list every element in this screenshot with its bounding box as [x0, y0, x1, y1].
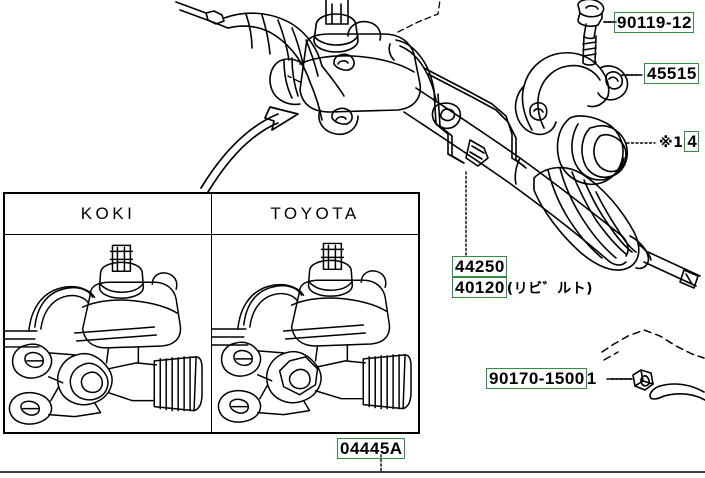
callout-44250-40120[interactable]: 44250 40120(リビ゛ルト)	[452, 256, 593, 298]
callout-45515[interactable]: 45515	[644, 63, 699, 84]
illustration-toyota-valve-body	[212, 242, 412, 423]
column-header-koki: KOKI	[5, 194, 212, 234]
callout-40120-suffix: (リビ゛ルト)	[506, 281, 594, 297]
column-header-toyota: TOYOTA	[270, 204, 360, 223]
callout-90170-15001-suffix: 1	[586, 369, 597, 388]
callout-90119-12-value: 90119-12	[614, 12, 694, 33]
callout-44250-row: 44250	[452, 256, 593, 277]
callout-04445A-value: 04445A	[337, 438, 405, 459]
illustration-koki-valve-body	[5, 244, 203, 425]
manufacturer-comparison-panel: KOKI TOYOTA	[3, 192, 420, 434]
callout-40120-value: 40120	[452, 277, 507, 298]
callout-04445A[interactable]: 04445A	[337, 438, 405, 459]
callout-bushing-value: 4	[684, 131, 700, 152]
callout-90119-12[interactable]: 90119-12	[614, 12, 694, 33]
callout-45515-value: 45515	[644, 63, 699, 84]
comparison-body-row	[5, 235, 418, 433]
comparison-cell-koki	[5, 235, 212, 433]
reference-mark-icon: ※1	[659, 135, 684, 151]
comparison-header-row: KOKI TOYOTA	[5, 194, 418, 235]
callout-44250-value: 44250	[452, 256, 507, 277]
comparison-cell-toyota	[212, 235, 418, 433]
callout-40120-row: 40120(リビ゛ルト)	[452, 277, 593, 298]
callout-90170-15001-value: 90170-1500	[486, 368, 587, 389]
